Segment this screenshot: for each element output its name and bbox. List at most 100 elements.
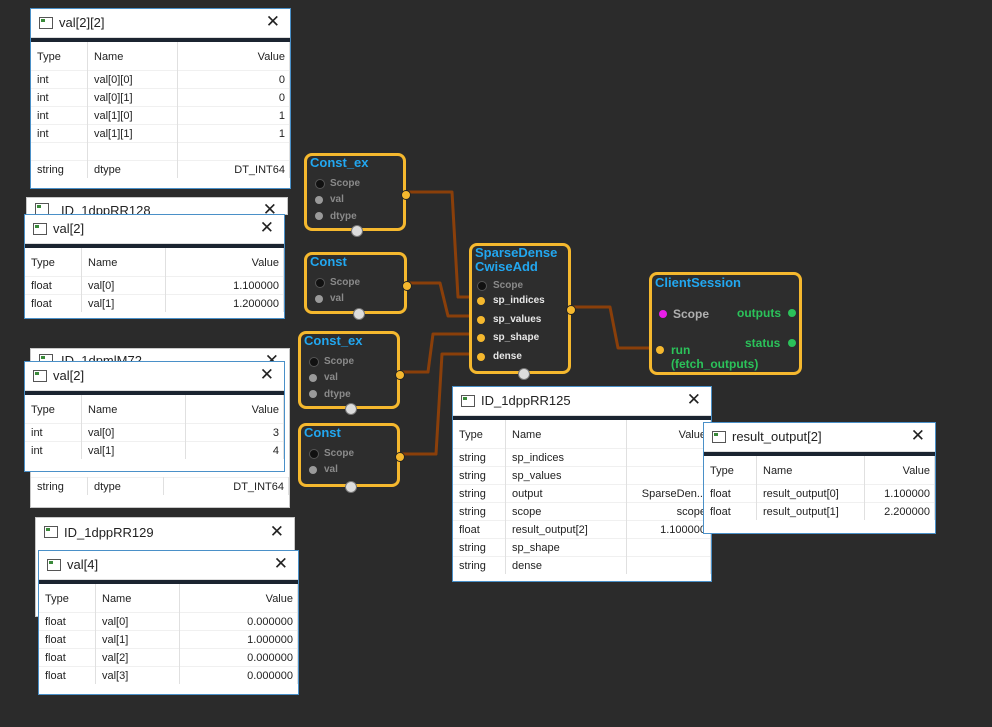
dense-port-dot[interactable] — [477, 353, 485, 361]
scope-port-dot[interactable] — [659, 310, 667, 318]
close-icon[interactable]: ✕ — [910, 426, 925, 445]
val-port-dot[interactable] — [315, 196, 323, 204]
cell-type: string — [453, 538, 506, 557]
table-header-row: Type Name Value — [704, 456, 935, 485]
scope-port-dot[interactable] — [315, 179, 325, 189]
window-titlebar[interactable]: val[4] ✕ — [39, 551, 298, 580]
output-port-dot[interactable] — [395, 370, 405, 380]
const-ex-node-2[interactable]: Const_ex Scope val dtype — [298, 331, 405, 415]
output-port-dot[interactable] — [566, 305, 576, 315]
status-port-dot[interactable] — [788, 339, 796, 347]
close-icon[interactable]: ✕ — [262, 200, 277, 215]
output-port-dot[interactable] — [395, 452, 405, 462]
window-divider — [39, 580, 298, 584]
close-icon[interactable]: ✕ — [265, 12, 280, 31]
bottom-handle[interactable] — [518, 368, 530, 380]
cell-type: int — [25, 423, 82, 442]
cell-type: float — [25, 276, 82, 295]
close-icon[interactable]: ✕ — [259, 365, 274, 384]
client-session-node[interactable]: ClientSession Scope outputs status run (… — [649, 272, 802, 375]
port-scope: Scope — [330, 277, 361, 288]
val-port-dot[interactable] — [309, 374, 317, 382]
sp-values-port-dot[interactable] — [477, 316, 485, 324]
cell-type: int — [31, 88, 88, 107]
outputs-port-dot[interactable] — [788, 309, 796, 317]
cell-type: string — [453, 448, 506, 467]
bottom-handle[interactable] — [351, 225, 363, 237]
window-titlebar[interactable]: val[2][2] ✕ — [31, 9, 290, 38]
cell-type: float — [39, 612, 96, 631]
bottom-handle[interactable] — [345, 481, 357, 493]
val-port-dot[interactable] — [315, 295, 323, 303]
sp-shape-port-dot[interactable] — [477, 334, 485, 342]
sp-indices-port-dot[interactable] — [477, 297, 485, 305]
const-node-1[interactable]: Const Scope val — [304, 252, 412, 320]
cell-type: string — [31, 160, 88, 178]
sparse-dense-cwise-add-node[interactable]: SparseDense CwiseAdd Scope sp_indices sp… — [469, 243, 576, 380]
window-titlebar[interactable]: val[2] ✕ — [25, 215, 284, 244]
run-port-dot[interactable] — [656, 346, 664, 354]
scope-port-dot[interactable] — [309, 357, 319, 367]
window-id128[interactable]: ID_1dppRR128 ✕ — [26, 197, 288, 215]
close-icon[interactable]: ✕ — [259, 218, 274, 237]
cell-name: val[0][1] — [87, 88, 178, 107]
window-titlebar[interactable]: val[2] ✕ — [25, 362, 284, 391]
scope-port-dot[interactable] — [315, 278, 325, 288]
bottom-handle[interactable] — [353, 308, 365, 320]
window-icon — [47, 559, 61, 571]
bottom-handle[interactable] — [345, 403, 357, 415]
output-port-dot[interactable] — [402, 281, 412, 291]
window-titlebar[interactable]: result_output[2] ✕ — [704, 423, 935, 452]
close-icon[interactable]: ✕ — [273, 554, 288, 573]
window-result-output[interactable]: result_output[2] ✕ Type Name Value float… — [703, 422, 936, 534]
const-ex-node-1[interactable]: Const_ex Scope val dtype — [304, 153, 411, 237]
scope-port-dot[interactable] — [477, 281, 487, 291]
cell-name: val[1] — [81, 294, 166, 312]
scope-port-dot[interactable] — [309, 449, 319, 459]
cell-type: int — [25, 441, 82, 459]
output-port-dot[interactable] — [401, 190, 411, 200]
table-row[interactable]: string dtype DT_INT64 — [31, 477, 289, 495]
dtype-port-dot[interactable] — [309, 390, 317, 398]
window-divider — [25, 391, 284, 395]
cell-value: 1.200000 — [165, 294, 284, 312]
val-port-dot[interactable] — [309, 466, 317, 474]
cell-name: val[0] — [81, 276, 166, 295]
dtype-port-dot[interactable] — [315, 212, 323, 220]
close-icon[interactable]: ✕ — [686, 390, 701, 409]
col-type: Type — [31, 42, 88, 71]
const-node-2[interactable]: Const Scope val — [298, 423, 405, 493]
window-titlebar[interactable]: ID_1dppRR125 ✕ — [453, 387, 711, 416]
cell-type: float — [704, 484, 757, 503]
node-title: Const — [310, 254, 347, 269]
close-icon[interactable]: ✕ — [269, 522, 284, 541]
